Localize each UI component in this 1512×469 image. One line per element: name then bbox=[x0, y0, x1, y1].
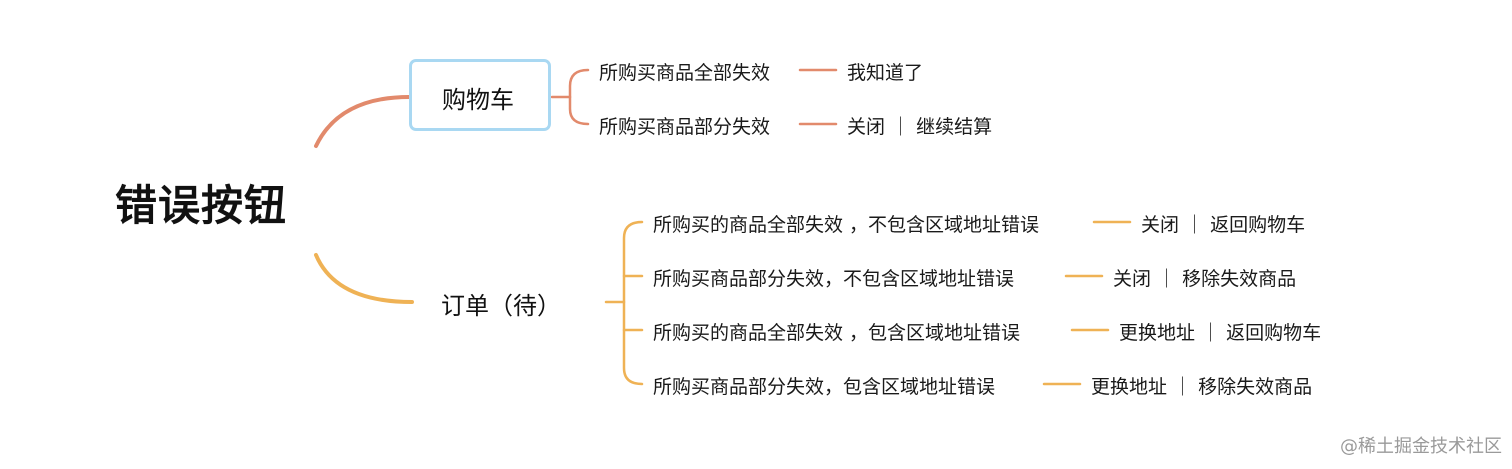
connector-root-cart bbox=[314, 94, 414, 148]
order-result-4: 更换地址 ｜ 移除失效商品 bbox=[1091, 376, 1313, 398]
connector-root-order bbox=[314, 253, 414, 304]
order-result-2: 关闭 ｜ 移除失效商品 bbox=[1113, 268, 1297, 290]
order-condition-2: 所购买商品部分失效，不包含区域地址错误 bbox=[653, 268, 1015, 290]
cart-result-2: 关闭 ｜ 继续结算 bbox=[847, 116, 993, 138]
connector-cart-children bbox=[550, 68, 838, 126]
cart-condition-2: 所购买商品部分失效 bbox=[599, 116, 771, 138]
order-condition-1: 所购买的商品全部失效 ，不包含区域地址错误 bbox=[653, 214, 1040, 236]
root-node: 错误按钮 bbox=[115, 181, 288, 230]
order-node-label: 订单（待） bbox=[441, 292, 561, 320]
cart-node-label: 购物车 bbox=[442, 86, 514, 114]
order-result-1: 关闭 ｜ 返回购物车 bbox=[1141, 214, 1306, 236]
order-result-3: 更换地址 ｜ 返回购物车 bbox=[1119, 322, 1322, 344]
watermark-text: @稀土掘金技术社区 bbox=[1340, 436, 1502, 457]
order-condition-4: 所购买商品部分失效，包含区域地址错误 bbox=[653, 376, 996, 398]
cart-node-box bbox=[409, 59, 551, 131]
connector-order-children bbox=[604, 220, 1132, 386]
cart-result-1: 我知道了 bbox=[847, 62, 924, 84]
order-condition-3: 所购买的商品全部失效 ，包含区域地址错误 bbox=[653, 322, 1021, 344]
cart-condition-1: 所购买商品全部失效 bbox=[599, 62, 771, 84]
